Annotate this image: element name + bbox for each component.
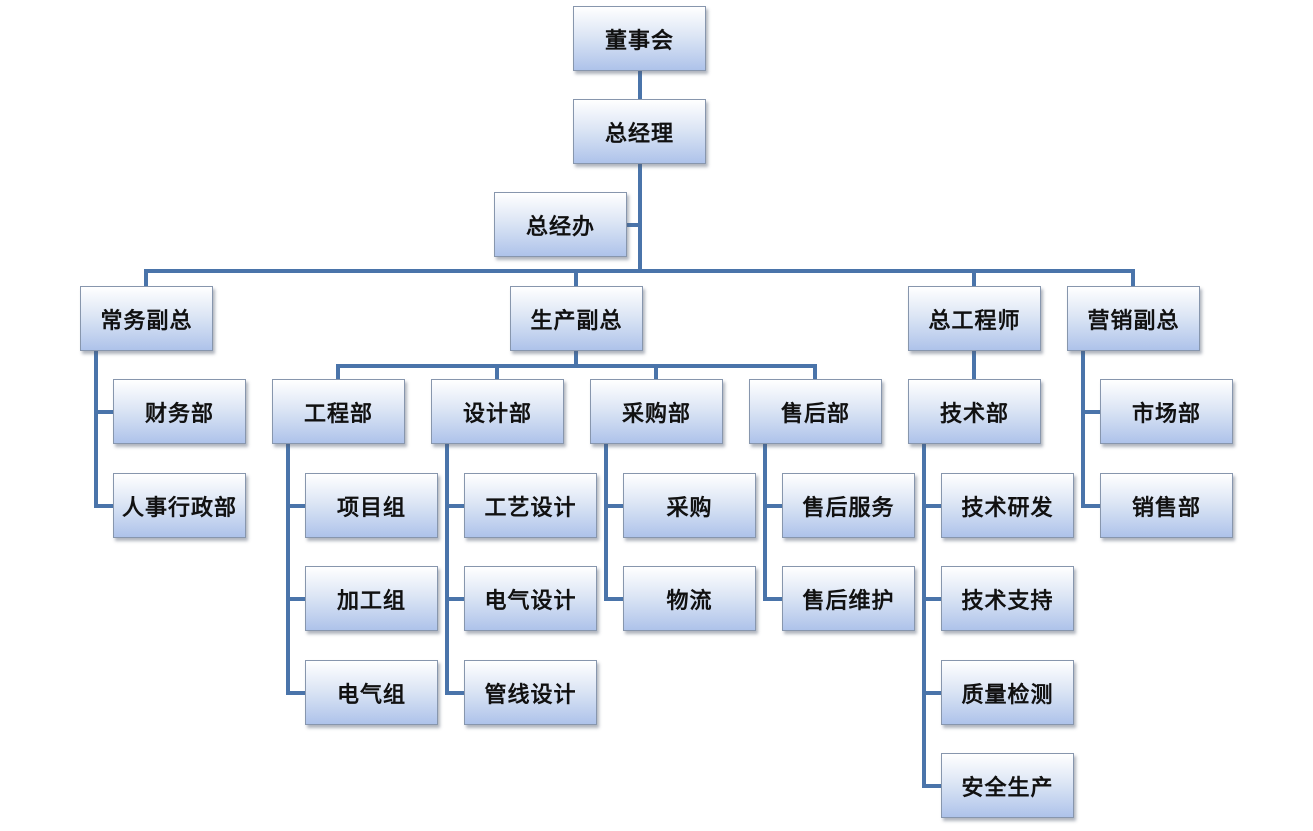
node-purchase: 采购 [623, 473, 756, 538]
node-purchasing: 采购部 [590, 379, 723, 444]
node-process-design: 工艺设计 [464, 473, 597, 538]
node-hr-admin: 人事行政部 [113, 473, 246, 538]
node-electrical-design: 电气设计 [464, 566, 597, 631]
node-project-team: 项目组 [305, 473, 438, 538]
node-vp-production: 生产副总 [510, 286, 643, 351]
node-sales: 销售部 [1100, 473, 1233, 538]
node-chief-engineer: 总工程师 [908, 286, 1041, 351]
node-safety-production: 安全生产 [941, 753, 1074, 818]
node-tech-rd: 技术研发 [941, 473, 1074, 538]
node-electrical-team: 电气组 [305, 660, 438, 725]
node-vp-admin: 常务副总 [80, 286, 213, 351]
node-design: 设计部 [431, 379, 564, 444]
node-gm-office: 总经办 [494, 192, 627, 257]
node-after-sales-maintenance: 售后维护 [782, 566, 915, 631]
node-quality-inspection: 质量检测 [941, 660, 1074, 725]
node-general-manager: 总经理 [573, 99, 706, 164]
node-vp-marketing: 营销副总 [1067, 286, 1200, 351]
node-board: 董事会 [573, 6, 706, 71]
node-after-sales-service: 售后服务 [782, 473, 915, 538]
node-after-sales: 售后部 [749, 379, 882, 444]
node-tech-support: 技术支持 [941, 566, 1074, 631]
node-engineering: 工程部 [272, 379, 405, 444]
node-logistics: 物流 [623, 566, 756, 631]
node-market: 市场部 [1100, 379, 1233, 444]
node-finance: 财务部 [113, 379, 246, 444]
node-machining-team: 加工组 [305, 566, 438, 631]
node-pipeline-design: 管线设计 [464, 660, 597, 725]
node-technical: 技术部 [908, 379, 1041, 444]
